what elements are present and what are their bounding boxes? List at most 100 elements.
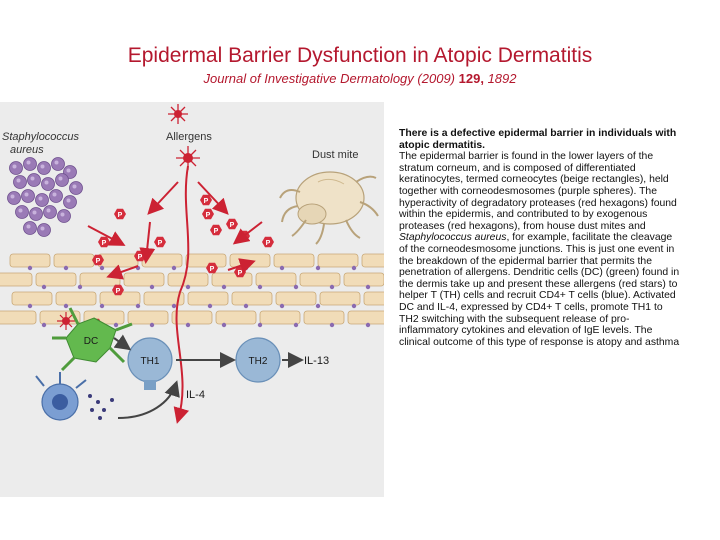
protease-hexagon: P [154,236,166,248]
corneocyte [141,253,183,268]
caption-body-part2: , for example, facilitate the cleavage o… [399,232,680,348]
corneodesmosome [149,284,155,290]
corneodesmosome [329,322,335,328]
corneodesmosome [99,303,105,309]
th2-label: TH2 [249,356,268,367]
staph-bacterium [37,161,51,175]
corneocyte [9,253,51,268]
corneodesmosome [279,265,285,271]
staph-bacterium [55,173,69,187]
citation: Journal of Investigative Dermatology (20… [0,71,720,86]
staph-bacterium [23,221,37,235]
th1-cell [127,337,173,390]
figure-caption: There is a defective epidermal barrier i… [399,128,683,348]
corneodesmosome [365,322,371,328]
corneocyte [123,272,165,287]
corneocyte [0,272,33,287]
dust-mite-label: Dust mite [312,149,358,161]
svg-text:P: P [230,222,235,229]
corneocyte [55,291,97,306]
svg-text:P: P [210,266,215,273]
protease-arrow [147,181,179,215]
corneocyte [187,291,229,306]
corneodesmosome [171,265,177,271]
corneodesmosome [293,284,299,290]
corneocyte [361,253,384,268]
corneocyte [299,272,341,287]
caption-body-italic: Staphylococcus aureus [399,232,507,244]
corneocyte [53,253,95,268]
corneocyte [97,253,139,268]
th1-label: TH1 [141,356,160,367]
svg-text:P: P [96,258,101,265]
corneodesmosome [41,284,47,290]
allergen-star [168,104,188,124]
corneocyte [231,291,273,306]
svg-text:P: P [102,240,107,247]
staph-label-line2: aureus [10,144,44,156]
corneodesmosome [185,284,191,290]
staph-bacterium [69,181,83,195]
corneocyte [127,310,169,325]
allergen-star [176,146,200,170]
corneocyte [317,253,359,268]
corneocyte [255,272,297,287]
protease-hexagon: P [112,284,124,296]
staph-bacterium [23,157,37,171]
protease-hexagon: P [92,254,104,266]
corneodesmosome [27,265,33,271]
caption-body-part1: The epidermal barrier is found in the lo… [399,151,677,232]
corneodesmosome [149,322,155,328]
svg-text:P: P [138,254,143,261]
staph-bacterium [15,205,29,219]
corneodesmosome [41,322,47,328]
th2-cell [235,337,281,383]
corneodesmosome [293,322,299,328]
protease-hexagon: P [202,208,214,220]
il13-label: IL-13 [304,355,329,367]
staph-bacterium [51,157,65,171]
protease-arrow [106,264,139,280]
svg-text:P: P [206,212,211,219]
corneodesmosome [221,284,227,290]
atopic-dermatitis-diagram: PPPPPPPPPPPPPPP DC TH1 TH2 [0,102,384,497]
protease-arrow [197,181,229,215]
protease-hexagon: P [262,236,274,248]
il4-label: IL-4 [186,389,205,401]
corneodesmosome [63,303,69,309]
svg-text:P: P [204,198,209,205]
staph-bacterium [7,191,21,205]
staph-bacterium [43,205,57,219]
staph-bacterium [27,173,41,187]
corneodesmosome [329,284,335,290]
allergens-label: Allergens [166,131,212,143]
staph-bacterium [21,189,35,203]
corneodesmosome [135,303,141,309]
svg-text:P: P [214,228,219,235]
staph-bacterium [37,223,51,237]
staph-bacterium [35,193,49,207]
staph-bacterium [49,189,63,203]
corneocyte [343,272,384,287]
svg-text:P: P [158,240,163,247]
dust-mite-illustration [279,171,379,245]
corneodesmosome [171,303,177,309]
dendritic-cell [52,307,133,372]
staph-bacterium [41,177,55,191]
corneocyte [215,310,257,325]
staph-cluster [7,157,83,237]
dc-to-th1-arrow [113,334,132,351]
corneodesmosome [257,322,263,328]
staph-bacterium [13,175,27,189]
corneodesmosome [243,303,249,309]
corneocyte [303,310,345,325]
corneocyte [167,272,209,287]
corneocyte [273,253,315,268]
corneocyte [229,253,271,268]
corneodesmosome [77,284,83,290]
corneocyte [185,253,227,268]
corneodesmosome [351,303,357,309]
corneocyte [363,291,384,306]
corneodesmosome [365,284,371,290]
protease-hexagon: P [200,194,212,206]
